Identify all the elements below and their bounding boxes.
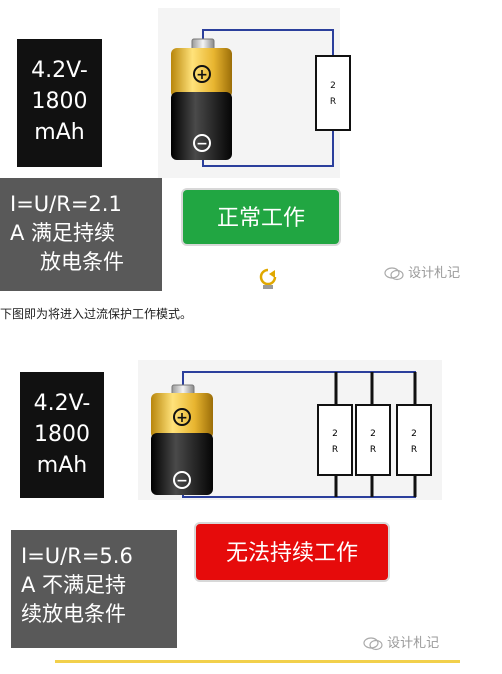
plus-terminal-icon [173,408,191,426]
status-badge-ok: 正常工作 [181,188,341,246]
calc-line-2: A 满足持续 [10,221,116,245]
plus-terminal-icon [193,65,211,83]
svg-text:R: R [370,445,376,455]
status-badge-fail: 无法持续工作 [194,522,390,582]
watermark-1: 设计札记 [384,262,460,281]
battery-unit: mAh [36,453,88,478]
battery-spec-box-2: 4.2V- 1800 mAh [20,372,104,498]
resistor-3: 2 R [396,404,432,476]
svg-text:+: + [196,67,208,83]
minus-terminal-icon [193,134,211,152]
resistor-label-top: 2 [330,81,336,91]
resistor-1: 2 R [317,404,353,476]
battery-2: + − [151,384,213,495]
battery: + − [171,38,232,160]
svg-text:−: − [196,136,208,152]
calc-line-1: I=U/R=5.6 [21,544,133,568]
refresh-icon [259,268,277,289]
resistor-branch-wires [334,372,417,497]
battery-capacity: 1800 [34,422,90,447]
resistor: 2 R [315,55,351,131]
calc-line-2: A 不满足持 [21,573,127,597]
minus-terminal-icon [173,471,191,489]
battery-spec-box-1: 4.2V- 1800 mAh [17,39,102,167]
calc-line-3: 放电条件 [40,250,124,274]
watermark-text: 设计札记 [408,266,461,281]
calc-line-1: I=U/R=2.1 [10,192,122,216]
svg-text:2: 2 [332,429,338,439]
svg-text:R: R [332,445,338,455]
watermark-text: 设计札记 [387,636,440,651]
svg-text:2: 2 [411,429,417,439]
battery-voltage: 4.2V- [31,58,88,83]
svg-text:R: R [411,445,417,455]
circuit-wires [202,29,334,167]
battery-voltage: 4.2V- [33,391,91,416]
circuit-diagram-2: 2 R 2 R 2 R + − [151,371,432,498]
svg-text:+: + [176,410,188,426]
resistor-label-bottom: R [330,97,336,107]
circuit-diagram-1: 2 R + − [171,29,351,167]
calc-line-3: 续放电条件 [21,602,126,626]
svg-text:−: − [176,473,188,489]
current-calc-box-1: I=U/R=2.1 A 满足持续 放电条件 [0,178,162,291]
watermark-2: 设计札记 [363,632,439,651]
battery-capacity: 1800 [31,89,88,114]
svg-text:2: 2 [370,429,376,439]
battery-unit: mAh [34,120,85,145]
bottom-accent-line [55,660,460,663]
current-calc-box-2: I=U/R=5.6 A 不满足持 续放电条件 [11,530,177,648]
wechat-icon [363,636,383,650]
caption-text: 下图即为将进入过流保护工作模式。 [0,307,193,321]
resistor-2: 2 R [355,404,391,476]
wechat-icon [384,266,404,280]
